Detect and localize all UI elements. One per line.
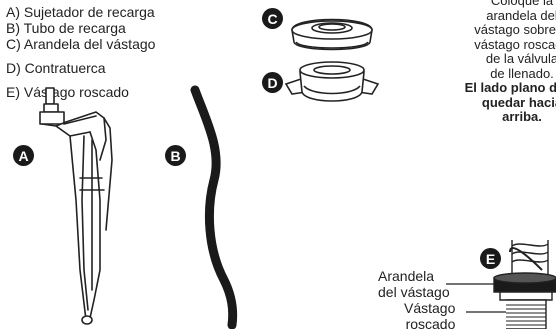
badge-c: C <box>262 8 283 29</box>
instruction-bold-line: quedar hacia <box>481 94 556 110</box>
instruction-line: de llenado. <box>490 65 554 81</box>
threaded-shank-drawing <box>493 240 556 329</box>
refill-tube-drawing <box>190 85 238 329</box>
shank-callout-line: roscado <box>405 316 456 332</box>
instruction-line: arandela del <box>486 7 556 23</box>
badge-e: E <box>480 248 501 269</box>
badge-a: A <box>13 145 34 166</box>
parts-list: A) Sujetador de recarga B) Tubo de recar… <box>6 4 155 100</box>
instruction-line: Coloque la <box>490 0 554 8</box>
instruction-bold-line: arriba. <box>502 109 542 124</box>
part-e-label: E) Vástago roscado <box>6 84 129 100</box>
shank-washer-drawing <box>291 18 373 51</box>
badge-d: D <box>262 72 283 93</box>
badge-b: B <box>165 145 186 166</box>
shank-callout: Vástago roscado <box>404 300 455 332</box>
part-c-label: C) Arandela del vástago <box>6 36 156 52</box>
washer-callout-line: Arandela <box>378 268 435 284</box>
shank-callout-line: Vástago <box>404 300 456 316</box>
washer-callout-line: del vástago <box>378 284 450 300</box>
part-a-label: A) Sujetador de recarga <box>6 4 155 20</box>
locknut-drawing <box>284 61 380 102</box>
instruction-bold-line: El lado plano debe <box>464 80 556 95</box>
washer-callout: Arandela del vástago <box>378 268 450 300</box>
instruction-line: vástago sobre el <box>474 22 556 37</box>
instruction-line: vástago roscado <box>474 36 556 52</box>
instruction-line: de la válvula <box>485 51 556 66</box>
refill-clip-drawing <box>39 87 113 325</box>
instructions-text: Coloque la arandela del vástago sobre el… <box>462 0 556 125</box>
part-d-label: D) Contratuerca <box>6 60 106 76</box>
part-b-label: B) Tubo de recarga <box>6 20 126 36</box>
